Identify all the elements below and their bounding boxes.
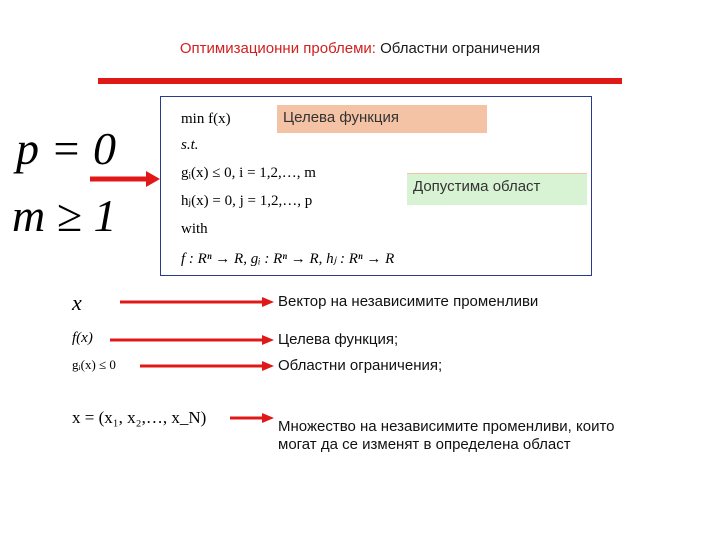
objective-label: Целева функция [277,105,487,133]
legend-text-objective: Целева функция; [278,331,399,348]
problem-formulation-panel: min f(x) Целева функция s.t. gᵢ(x) ≤ 0, … [160,96,592,276]
legend-text-constraints: Областни ограничения; [278,357,443,374]
subject-to-line: s.t. [181,137,199,153]
legend-symbol-xvector: x = (x₁, x₂,…, x_N) [72,408,207,427]
m-geq-one: m ≥ 1 [12,190,117,241]
title-underline-bar [98,78,622,84]
p-equals-zero: p = 0 [16,123,117,174]
legend-arrow-1 [262,297,274,307]
legend-arrow-3 [262,361,274,371]
mapping-line: f : Rⁿ → R, gᵢ : Rⁿ → R, hⱼ : Rⁿ → R [181,251,395,267]
slide-title: Оптимизационни проблеми: Областни ограни… [0,40,720,57]
legend-arrow-2 [262,335,274,345]
feasible-region-label: Допустима област [407,173,587,205]
equality-constraint-line: hⱼ(x) = 0, j = 1,2,…, p [181,193,313,209]
title-part-1: Оптимизационни проблеми: [179,40,376,57]
main-arrow-head [146,171,160,187]
legend-arrow-4 [262,413,274,423]
objective-line: min f(x) [181,111,231,127]
with-line: with [181,221,208,237]
legend-text-independent-vector: Вектор на независимите променливи [278,293,539,310]
legend-symbol-x: x [72,290,82,315]
inequality-constraint-line: gᵢ(x) ≤ 0, i = 1,2,…, m [181,165,316,181]
legend-symbol-fx: f(x) [72,330,93,346]
title-part-2: Областни ограничения [375,40,541,57]
legend-symbol-gx: gᵢ(x) ≤ 0 [72,357,116,372]
legend-text-variable-set: Множество на независимите променливи, ко… [278,418,615,453]
